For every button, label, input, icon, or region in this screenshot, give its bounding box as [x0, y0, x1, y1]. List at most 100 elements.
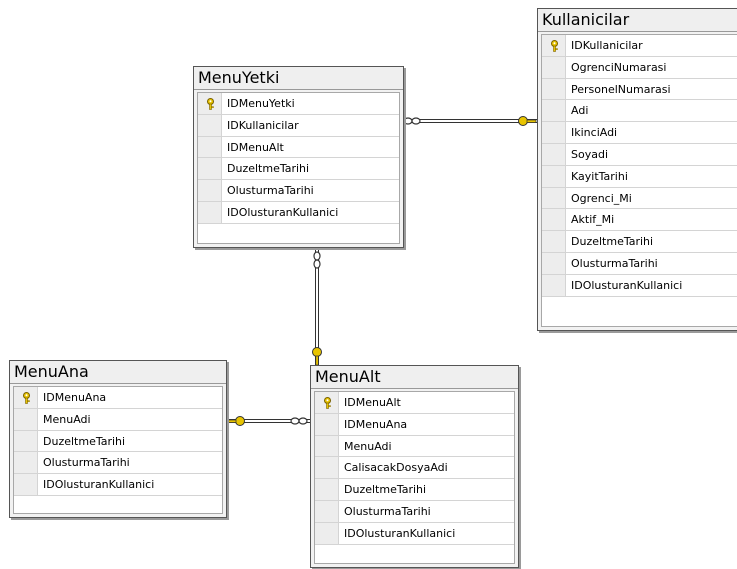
column-row[interactable]: PersonelNumarasi [542, 78, 737, 101]
column-row[interactable]: DuzeltmeTarihi [198, 158, 399, 181]
row-selector [14, 430, 38, 452]
table-title[interactable]: Kullanicilar [538, 9, 737, 32]
row-selector [315, 413, 339, 435]
primary-key-cell [315, 392, 339, 413]
column-row[interactable]: IDKullanicilar [198, 114, 399, 137]
column-row[interactable]: IDOlusturanKullanici [315, 522, 514, 545]
row-selector [198, 180, 222, 201]
column-name: IDMenuYetki [227, 97, 295, 110]
column-row[interactable]: OlusturmaTarihi [198, 180, 399, 202]
column-name: IDMenuAlt [344, 396, 401, 409]
column-row[interactable]: OlusturmaTarihi [542, 252, 737, 275]
column-name: IDMenuAlt [227, 140, 284, 154]
column-row[interactable]: DuzeltmeTarihi [315, 479, 514, 501]
row-selector [542, 78, 566, 100]
column-name: IDOlusturanKullanici [43, 478, 155, 492]
row-selector [198, 158, 222, 180]
column-name: Adi [571, 104, 589, 118]
column-name: OlusturmaTarihi [43, 456, 130, 470]
column-row[interactable]: Soyadi [542, 143, 737, 166]
column-name: IDOlusturanKullanici [227, 205, 339, 219]
column-row[interactable]: DuzeltmeTarihi [542, 231, 737, 253]
row-selector [14, 408, 38, 430]
primary-key-cell [198, 93, 222, 114]
column-name: Ogrenci_Mi [571, 191, 632, 205]
row-selector [542, 187, 566, 209]
column-row[interactable]: DuzeltmeTarihi [14, 430, 222, 453]
column-name: OgrenciNumarasi [571, 60, 667, 74]
table-title[interactable]: MenuAna [10, 361, 226, 384]
row-selector [315, 457, 339, 479]
column-row[interactable]: IkinciAdi [542, 122, 737, 144]
column-name: PersonelNumarasi [571, 82, 671, 96]
column-row[interactable]: MenuAdi [14, 408, 222, 431]
row-selector [14, 452, 38, 474]
column-row[interactable]: IDMenuAlt [315, 392, 514, 414]
column-row[interactable]: OlusturmaTarihi [14, 452, 222, 475]
relationship-menuyetki-kullanicilar [403, 116, 537, 126]
column-row[interactable]: IDOlusturanKullanici [542, 274, 737, 297]
row-selector [315, 522, 339, 544]
column-row[interactable]: Ogrenci_Mi [542, 187, 737, 210]
column-row[interactable]: IDMenuAna [14, 387, 222, 409]
row-selector [14, 474, 38, 495]
column-name: OlusturmaTarihi [227, 184, 314, 198]
row-selector [315, 435, 339, 457]
column-row[interactable]: Adi [542, 100, 737, 123]
column-name: DuzeltmeTarihi [571, 235, 654, 249]
column-name: CalisacakDosyaAdi [344, 461, 448, 475]
primary-key-cell [14, 387, 38, 408]
relationship-menuana-menualt [226, 416, 310, 426]
row-selector [315, 500, 339, 522]
column-name: MenuAdi [43, 412, 91, 426]
many-end-infinity-icon [313, 251, 321, 269]
column-name: MenuAdi [344, 439, 392, 453]
row-selector [542, 165, 566, 187]
column-name: IDOlusturanKullanici [344, 526, 456, 540]
row-selector [542, 122, 566, 143]
column-row[interactable]: IDKullanicilar [542, 35, 737, 57]
row-selector [198, 136, 222, 158]
many-end-infinity-icon [403, 117, 421, 125]
column-row[interactable]: Aktif_Mi [542, 209, 737, 232]
column-name: Aktif_Mi [571, 213, 615, 227]
row-selector [542, 143, 566, 165]
column-row[interactable]: IDMenuAna [315, 413, 514, 436]
one-end-key-icon [518, 116, 537, 126]
row-selector [542, 100, 566, 122]
table-title[interactable]: MenuYetki [194, 67, 403, 90]
column-row[interactable]: OlusturmaTarihi [315, 500, 514, 523]
column-row[interactable]: CalisacakDosyaAdi [315, 457, 514, 480]
column-name: DuzeltmeTarihi [344, 483, 427, 497]
many-end-infinity-icon [290, 417, 308, 425]
column-row[interactable]: IDOlusturanKullanici [198, 201, 399, 224]
one-end-key-icon [312, 347, 322, 366]
row-selector [542, 231, 566, 252]
column-name: Soyadi [571, 147, 609, 161]
relationship-menuyetki-menualt [312, 249, 322, 366]
column-name: IDKullanicilar [571, 39, 643, 52]
column-row[interactable]: IDOlusturanKullanici [14, 474, 222, 496]
column-name: DuzeltmeTarihi [43, 434, 126, 448]
column-row[interactable]: IDMenuYetki [198, 93, 399, 115]
table-title[interactable]: MenuAlt [311, 366, 518, 389]
column-row[interactable]: OgrenciNumarasi [542, 56, 737, 79]
primary-key-cell [542, 35, 566, 56]
row-selector [542, 274, 566, 296]
column-name: IDMenuAna [43, 391, 107, 404]
one-end-key-icon [226, 416, 245, 426]
column-row[interactable]: MenuAdi [315, 435, 514, 458]
column-name: IDOlusturanKullanici [571, 278, 683, 292]
row-selector [198, 114, 222, 136]
column-row[interactable]: KayitTarihi [542, 165, 737, 188]
column-row[interactable]: IDMenuAlt [198, 136, 399, 159]
row-selector [198, 201, 222, 223]
